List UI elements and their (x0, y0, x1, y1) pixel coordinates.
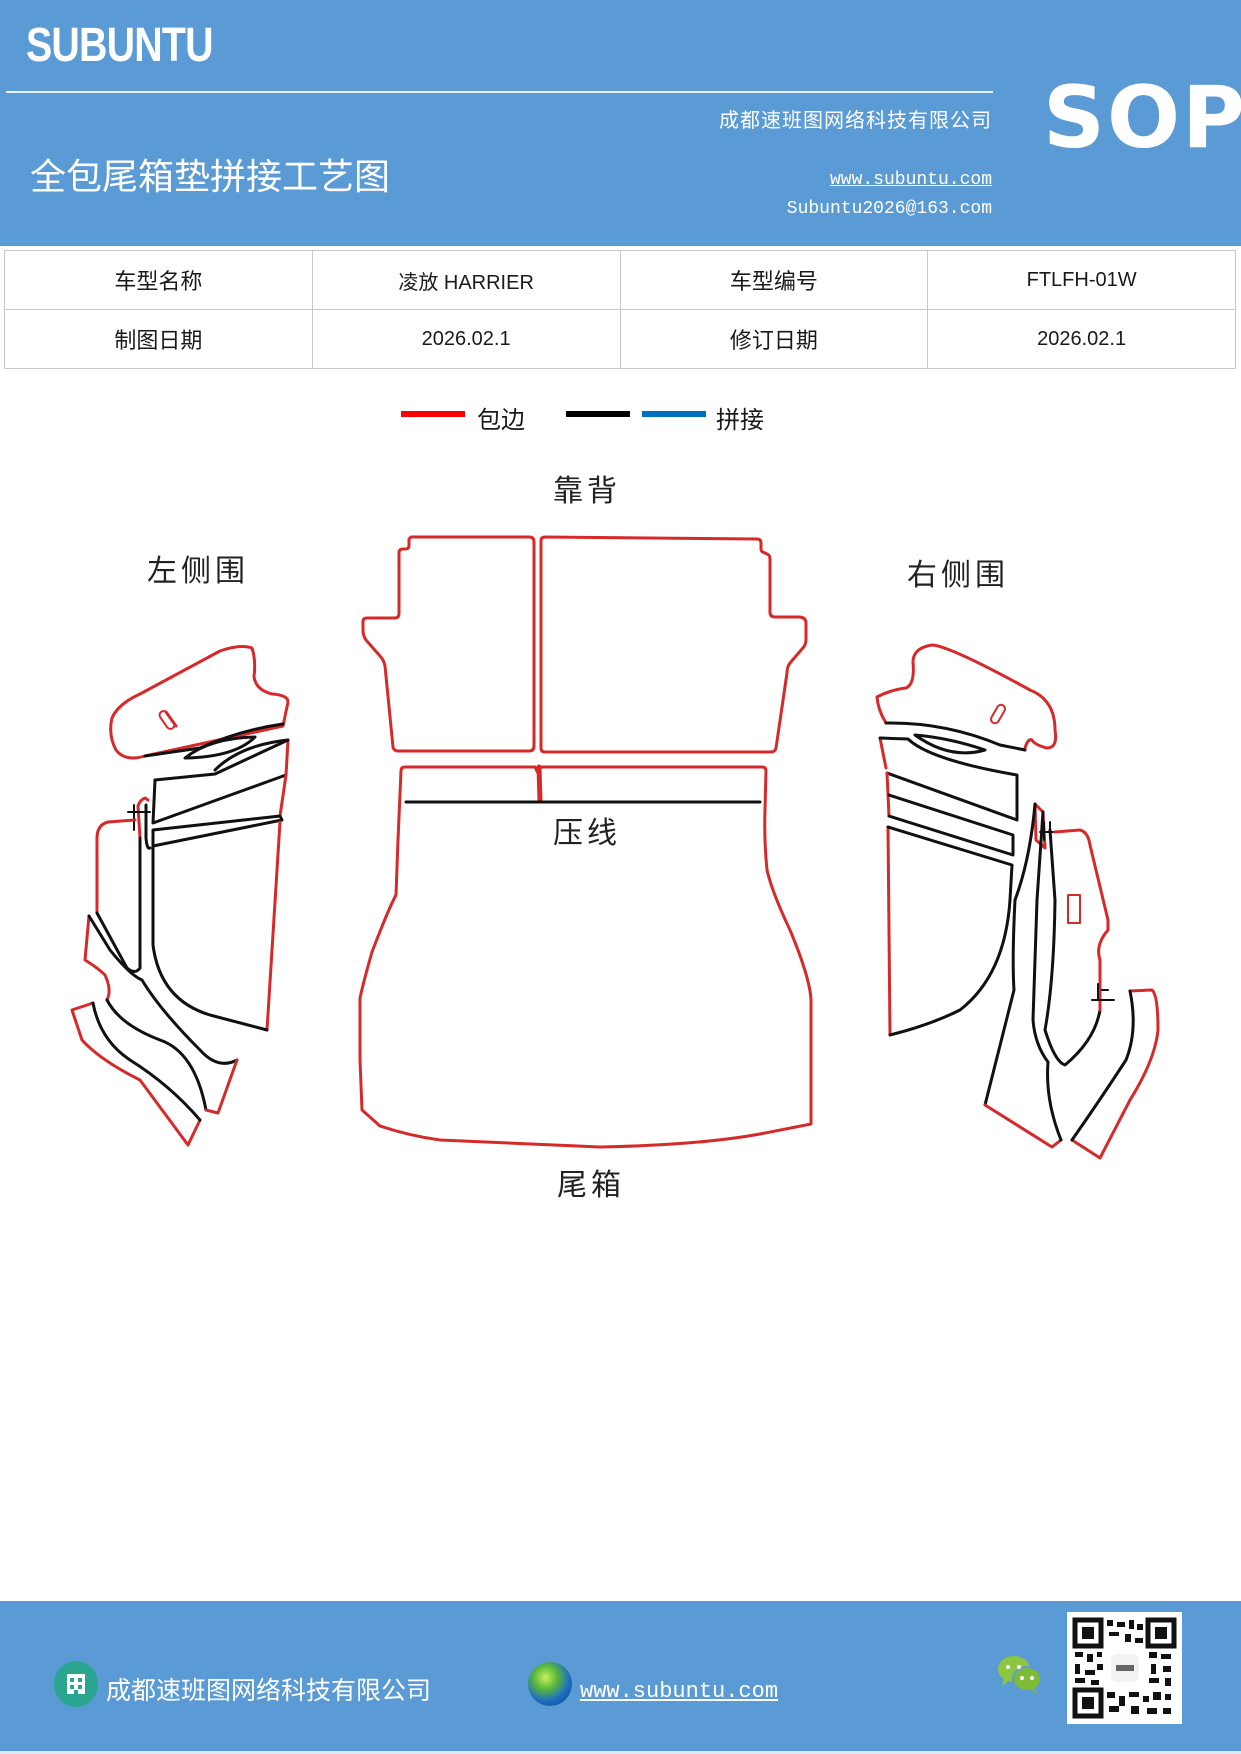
trunk-mat (358, 765, 813, 1149)
footer-bottom-strip (0, 1751, 1241, 1754)
website-link[interactable]: www.subuntu.com (829, 170, 992, 190)
model-name-label: 车型名称 (4, 250, 313, 310)
page-header: SUBUNTU 全包尾箱垫拼接工艺图 成都速班图网络科技有限公司 www.sub… (0, 0, 1241, 246)
qr-code (1067, 1612, 1182, 1724)
backrest-right-panel (539, 535, 808, 754)
company-name: 成都速班图网络科技有限公司 (719, 108, 992, 132)
label-left-side: 左侧围 (147, 554, 249, 589)
legend-label-seam: 拼接 (716, 406, 764, 434)
left-side-panel (70, 645, 290, 1147)
right-side-panel (875, 643, 1160, 1160)
revision-date-value: 2026.02.1 (927, 309, 1236, 369)
label-press-line: 压线 (553, 816, 621, 851)
contact-email: Subuntu2026@163.com (786, 199, 992, 219)
label-backrest: 靠背 (553, 474, 621, 509)
brand-logo: SUBUNTU (26, 19, 213, 72)
model-code-label: 车型编号 (619, 250, 929, 310)
sop-badge: SOP (1043, 68, 1241, 168)
label-right-side: 右侧围 (907, 558, 1009, 593)
vehicle-info-table: 车型名称 凌放 HARRIER 车型编号 FTLFH-01W 制图日期 2026… (4, 250, 1236, 369)
wechat-icon (996, 1653, 1044, 1697)
backrest-left-panel (361, 535, 536, 753)
legend-black-line (566, 411, 630, 417)
page-footer: 成都速班图网络科技有限公司 www.subuntu.com (0, 1601, 1241, 1751)
draw-date-label: 制图日期 (4, 309, 313, 369)
trunk-center-edge (536, 764, 543, 804)
header-divider (6, 91, 993, 93)
draw-date-value: 2026.02.1 (311, 309, 621, 369)
model-code-value: FTLFH-01W (927, 250, 1236, 310)
building-icon (54, 1661, 98, 1707)
pattern-shapes (70, 535, 1160, 1160)
legend-label-edge: 包边 (477, 406, 525, 434)
revision-date-label: 修订日期 (619, 309, 929, 369)
footer-website-link[interactable]: www.subuntu.com (580, 1679, 779, 1704)
table-row: 制图日期 2026.02.1 修订日期 2026.02.1 (4, 309, 1236, 369)
legend-blue-line (642, 411, 706, 417)
legend-red-line (401, 411, 465, 417)
legend: 包边 拼接 (0, 400, 1241, 440)
globe-icon (528, 1662, 572, 1706)
footer-company-name: 成都速班图网络科技有限公司 (106, 1676, 432, 1705)
pattern-diagram: 靠背 左侧围 右侧围 压线 尾箱 (0, 440, 1241, 1220)
model-name-value: 凌放 HARRIER (311, 250, 621, 310)
label-trunk: 尾箱 (557, 1168, 625, 1203)
document-title: 全包尾箱垫拼接工艺图 (30, 157, 391, 198)
table-row: 车型名称 凌放 HARRIER 车型编号 FTLFH-01W (4, 250, 1236, 310)
